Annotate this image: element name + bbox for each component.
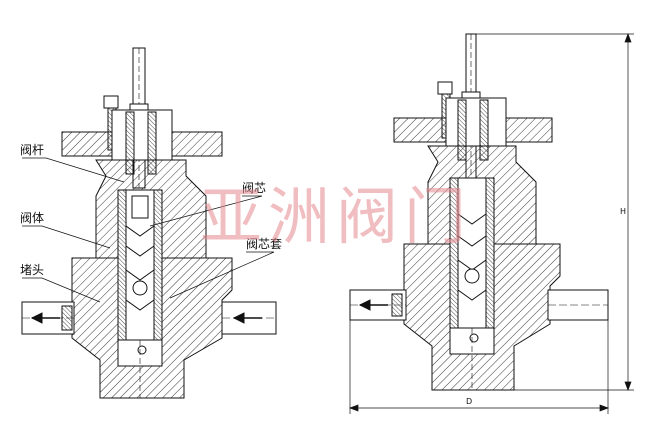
leader-lines bbox=[22, 157, 275, 303]
label-plug: 堵头 bbox=[20, 263, 44, 277]
watermark: 亚洲阀门 bbox=[200, 180, 472, 253]
right-valve-section bbox=[349, 33, 609, 391]
label-body: 阀体 bbox=[20, 211, 44, 225]
left-valve-section bbox=[21, 47, 277, 399]
label-disc-sleeve: 阀芯套 bbox=[246, 237, 282, 251]
label-stem: 阀杆 bbox=[20, 143, 44, 157]
dim-width: D bbox=[466, 397, 472, 406]
dimension-lines bbox=[349, 33, 634, 414]
dim-height: H bbox=[620, 207, 626, 216]
label-disc: 阀芯 bbox=[242, 181, 266, 195]
